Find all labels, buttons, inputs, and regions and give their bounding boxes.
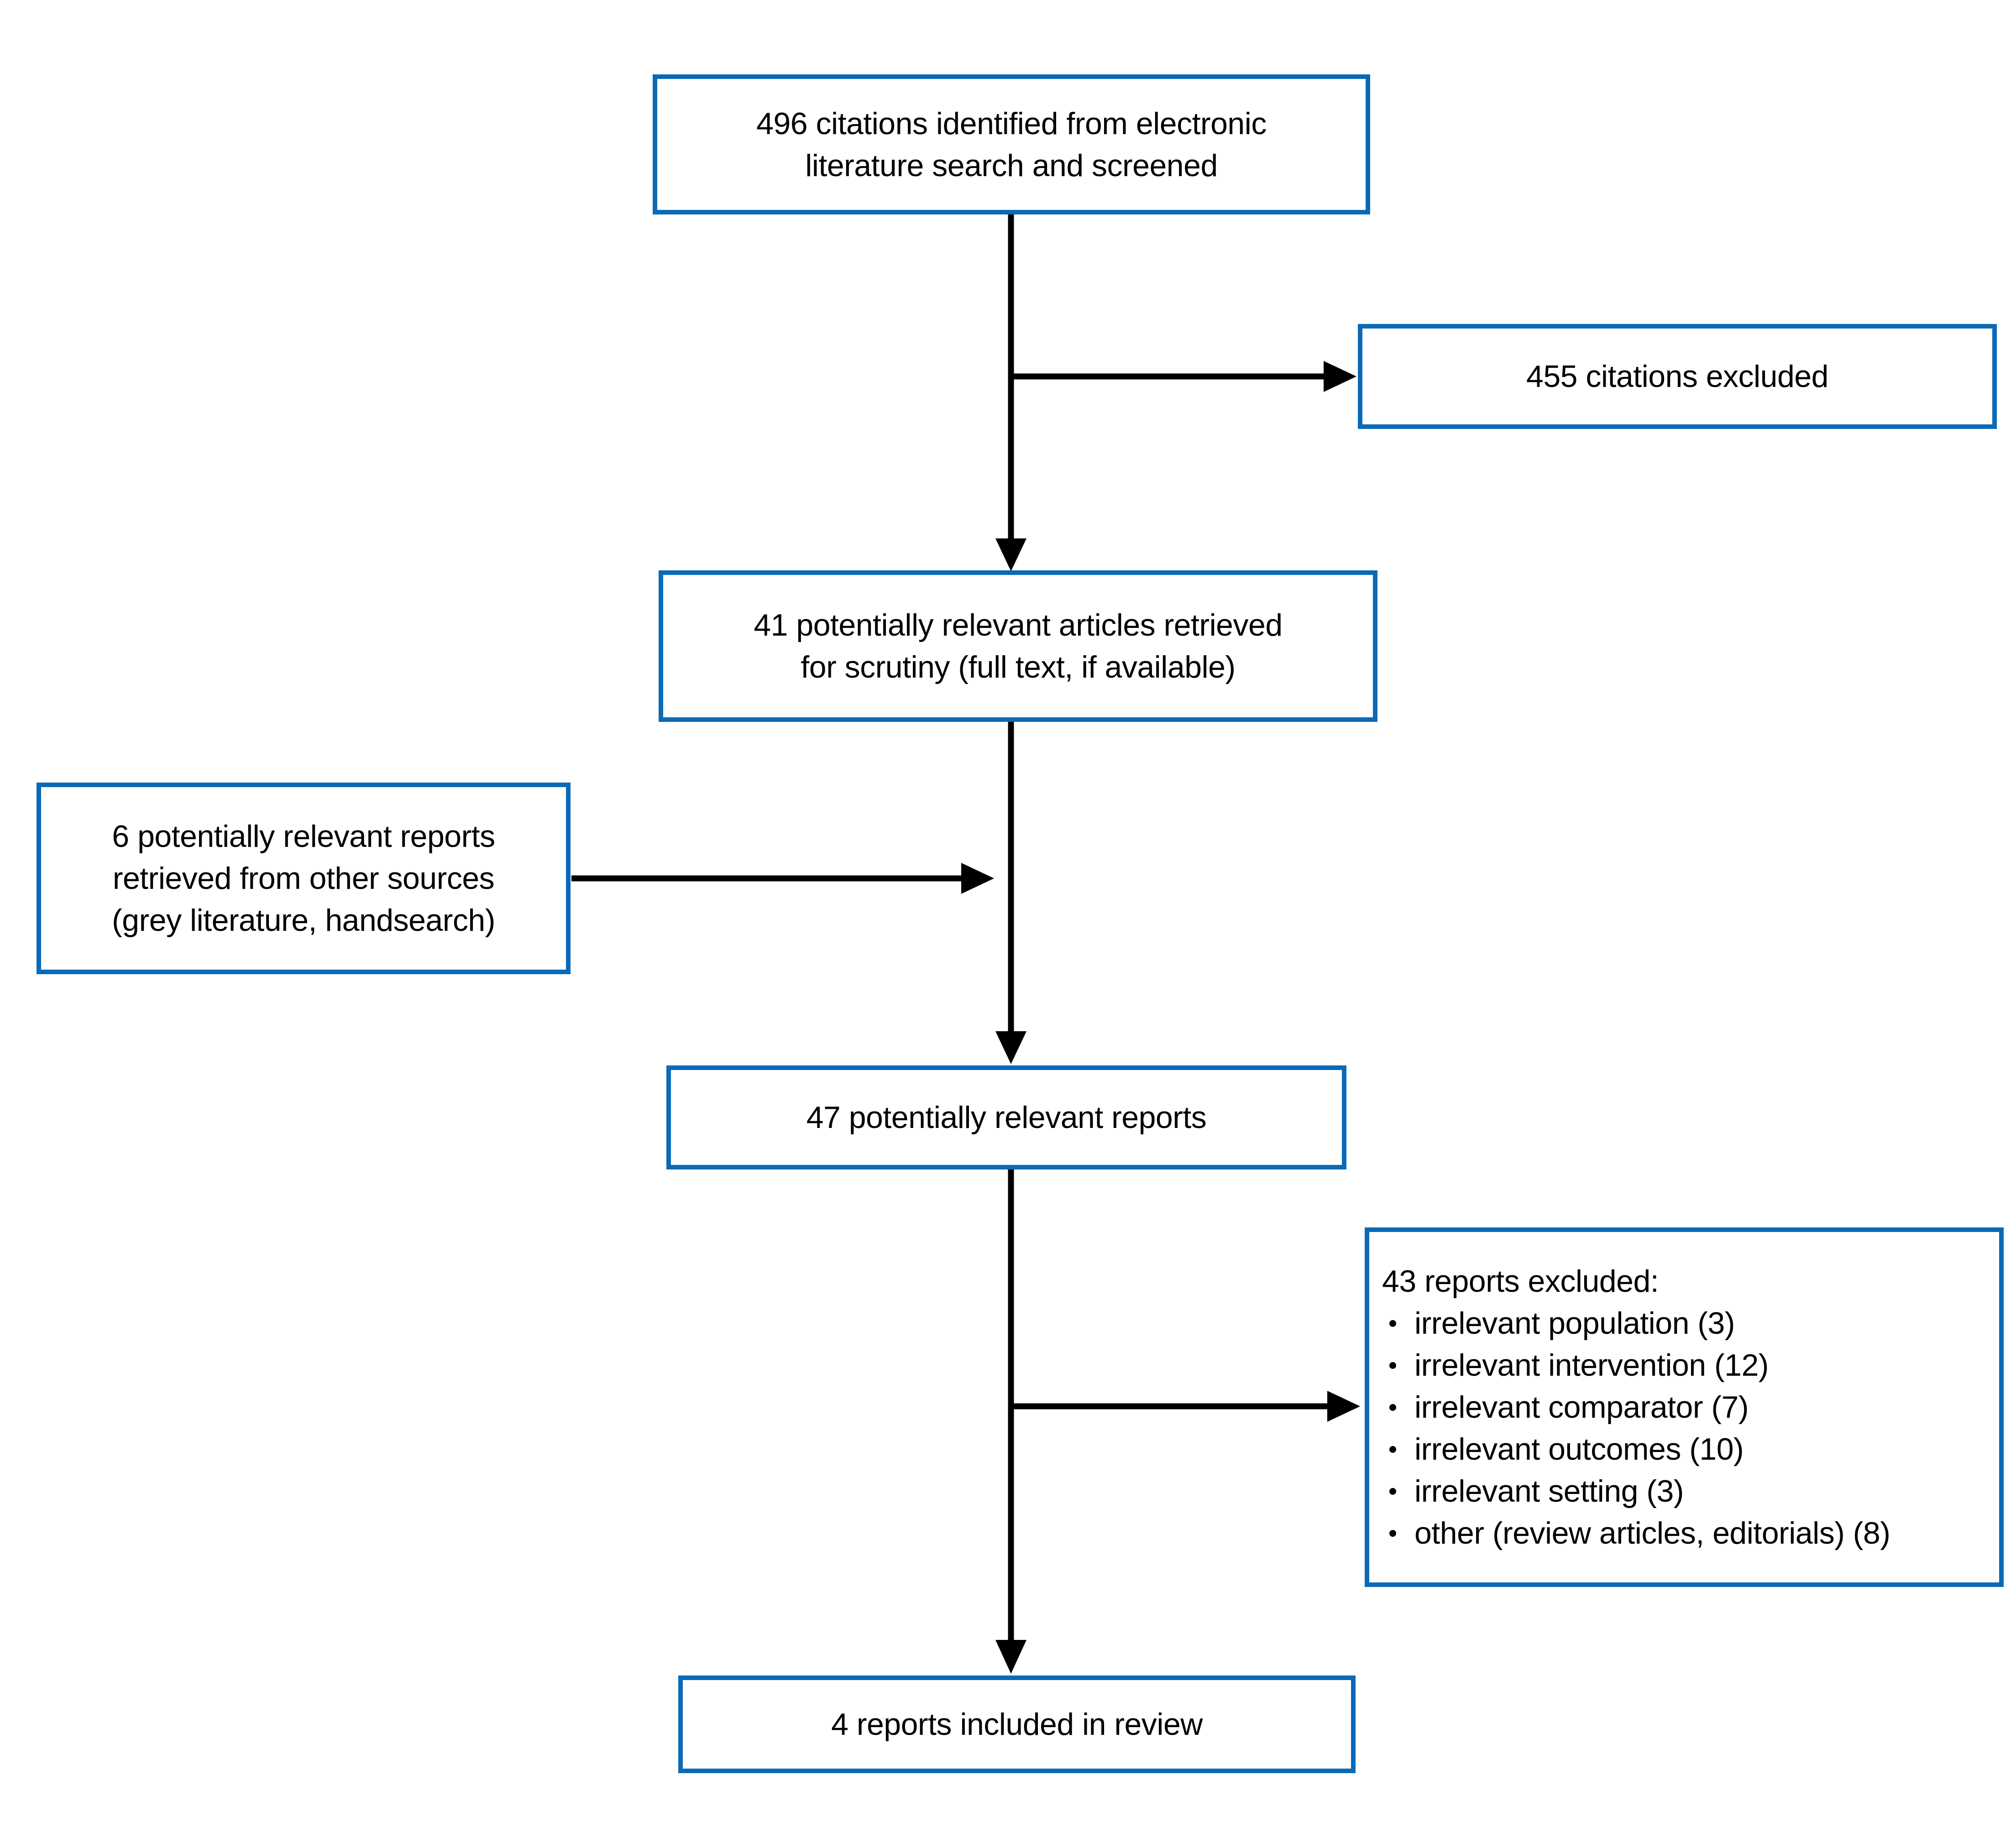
reports-excluded-item: irrelevant intervention (12) bbox=[1382, 1344, 1769, 1386]
bullet-icon bbox=[1389, 1404, 1396, 1411]
arrow-to-reports-excluded-head bbox=[1327, 1391, 1360, 1422]
box-articles-retrieved: 41 potentially relevant articles retriev… bbox=[659, 570, 1377, 722]
reports-excluded-item: irrelevant comparator (7) bbox=[1382, 1386, 1749, 1428]
arrow-other-sources-head bbox=[961, 863, 994, 894]
box-text-line: 455 citations excluded bbox=[1526, 359, 1828, 394]
reports-excluded-item-label: irrelevant intervention (12) bbox=[1414, 1348, 1769, 1383]
reports-excluded-item-label: irrelevant comparator (7) bbox=[1414, 1390, 1749, 1425]
box-text-line: 6 potentially relevant reports bbox=[112, 819, 495, 854]
reports-excluded-item: irrelevant setting (3) bbox=[1382, 1470, 1684, 1512]
reports-excluded-item-label: other (review articles, editorials) (8) bbox=[1414, 1516, 1890, 1550]
box-potentially-relevant-reports: 47 potentially relevant reports bbox=[666, 1065, 1346, 1169]
reports-excluded-item: irrelevant outcomes (10) bbox=[1382, 1428, 1744, 1470]
box-reports-excluded: 43 reports excluded: irrelevant populati… bbox=[1365, 1227, 2004, 1587]
reports-excluded-item-label: irrelevant setting (3) bbox=[1414, 1474, 1684, 1509]
reports-excluded-item: irrelevant population (3) bbox=[1382, 1302, 1735, 1344]
reports-excluded-item-label: irrelevant outcomes (10) bbox=[1414, 1432, 1744, 1467]
arrow-retrieved-to-relevant-head bbox=[995, 1031, 1026, 1064]
box-text-line: (grey literature, handsearch) bbox=[112, 903, 495, 938]
box-text-line: 496 citations identified from electronic bbox=[756, 106, 1267, 141]
reports-excluded-title: 43 reports excluded: bbox=[1382, 1264, 1659, 1299]
box-text-line: 41 potentially relevant articles retriev… bbox=[754, 608, 1283, 642]
arrow-to-citations-excluded-head bbox=[1324, 361, 1356, 392]
reports-excluded-item-label: irrelevant population (3) bbox=[1414, 1306, 1735, 1341]
arrow-identified-to-retrieved-head bbox=[995, 538, 1026, 571]
arrow-relevant-to-included-head bbox=[995, 1640, 1026, 1674]
box-included-in-review: 4 reports included in review bbox=[678, 1676, 1356, 1773]
bullet-icon bbox=[1389, 1488, 1396, 1495]
box-citations-excluded: 455 citations excluded bbox=[1358, 324, 1997, 429]
box-text-line: 4 reports included in review bbox=[831, 1707, 1203, 1742]
box-text-line: literature search and screened bbox=[805, 148, 1218, 183]
bullet-icon bbox=[1389, 1446, 1396, 1453]
box-text-line: for scrutiny (full text, if available) bbox=[801, 650, 1236, 684]
bullet-icon bbox=[1389, 1362, 1396, 1369]
box-other-sources: 6 potentially relevant reports retrieved… bbox=[37, 783, 571, 974]
bullet-icon bbox=[1389, 1529, 1396, 1537]
bullet-icon bbox=[1389, 1320, 1396, 1327]
reports-excluded-item: other (review articles, editorials) (8) bbox=[1382, 1512, 1890, 1554]
box-text-line: 47 potentially relevant reports bbox=[806, 1100, 1207, 1135]
box-text-line: retrieved from other sources bbox=[112, 861, 495, 896]
box-citations-identified: 496 citations identified from electronic… bbox=[653, 74, 1370, 214]
